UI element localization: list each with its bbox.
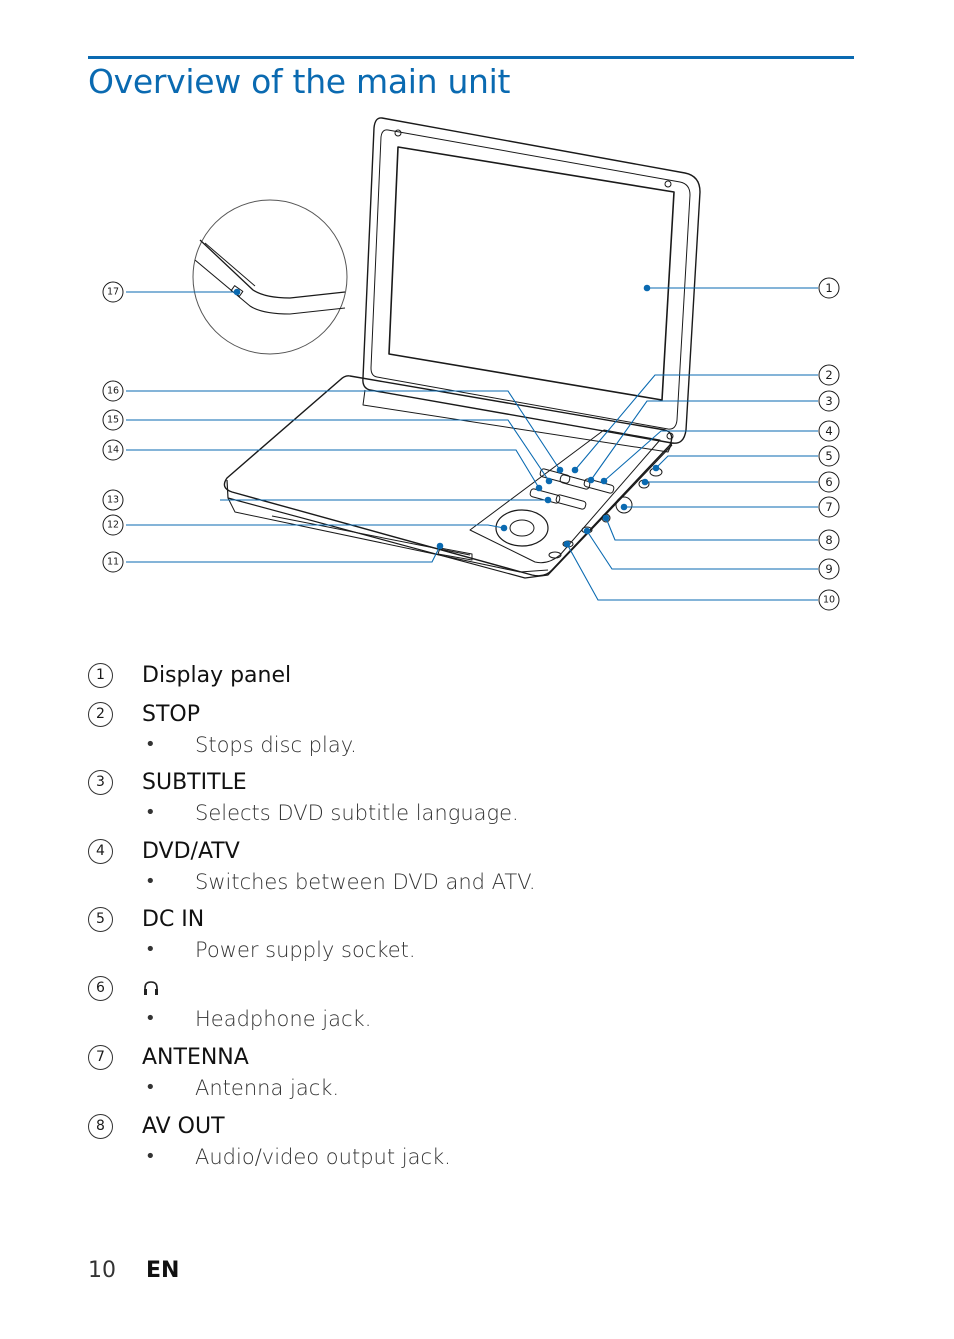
callout-16: 16: [107, 386, 119, 397]
title-rule: [88, 56, 854, 59]
bullet: •: [145, 939, 156, 960]
callout-1: 1: [825, 281, 832, 295]
bullet: •: [145, 871, 156, 892]
callout-13: 13: [107, 495, 119, 506]
callout-9: 9: [825, 562, 832, 576]
item-description: Stops disc play.: [195, 733, 357, 757]
item-number: 2: [88, 702, 113, 727]
bullet: •: [145, 802, 156, 823]
bullet: •: [145, 1077, 156, 1098]
item-number: 3: [88, 770, 113, 795]
item-description: Audio/video output jack.: [195, 1145, 451, 1169]
callout-6: 6: [825, 475, 832, 489]
item-description: Selects DVD subtitle language.: [195, 801, 519, 825]
item-label: ANTENNA: [142, 1045, 249, 1070]
base-bottom: [227, 497, 549, 573]
lid-bezel: [370, 129, 691, 430]
callout-7: 7: [825, 500, 832, 514]
bullet: •: [145, 734, 156, 755]
headphone-icon: [144, 981, 158, 995]
callout-5: 5: [825, 449, 832, 463]
bullet: •: [145, 1146, 156, 1167]
callout-2: 2: [825, 368, 832, 382]
callout-3: 3: [825, 394, 832, 408]
base-top: [223, 375, 673, 577]
callout-17: 17: [107, 287, 119, 298]
item-number: 1: [88, 663, 113, 688]
callout-4: 4: [825, 424, 832, 438]
main-unit-diagram: 1 2 3 4 5 6 7 8 9 10 11 12 13 14 15 16 1…: [102, 117, 840, 611]
item-label: AV OUT: [142, 1114, 225, 1139]
language-code: EN: [146, 1258, 180, 1283]
screen: [388, 146, 675, 401]
item-description: Antenna jack.: [195, 1076, 340, 1100]
item-number: 6: [88, 976, 113, 1001]
page-number: 10: [88, 1258, 116, 1283]
control-panel: [469, 429, 661, 564]
item-description: Headphone jack.: [195, 1007, 372, 1031]
callout-14: 14: [107, 445, 119, 456]
page-title: Overview of the main unit: [88, 62, 511, 101]
item-label: Display panel: [142, 663, 292, 688]
item-number: 7: [88, 1045, 113, 1070]
bullet: •: [145, 1008, 156, 1029]
callout-15: 15: [107, 415, 119, 426]
item-description: Power supply socket.: [195, 938, 416, 962]
item-description: Switches between DVD and ATV.: [195, 870, 536, 894]
item-label: DC IN: [142, 907, 205, 932]
item-number: 8: [88, 1114, 113, 1139]
item-label: DVD/ATV: [142, 839, 240, 864]
callout-11: 11: [107, 557, 119, 568]
lid-outer: [362, 117, 701, 444]
callout-10: 10: [823, 595, 835, 606]
item-number: 5: [88, 907, 113, 932]
item-label: SUBTITLE: [142, 770, 247, 795]
item-label: STOP: [142, 702, 200, 727]
callout-8: 8: [825, 533, 832, 547]
item-number: 4: [88, 839, 113, 864]
callout-12: 12: [107, 520, 119, 531]
inset-circle: [192, 199, 348, 355]
disc-slot: [271, 515, 471, 556]
nav-pad: [495, 509, 549, 547]
